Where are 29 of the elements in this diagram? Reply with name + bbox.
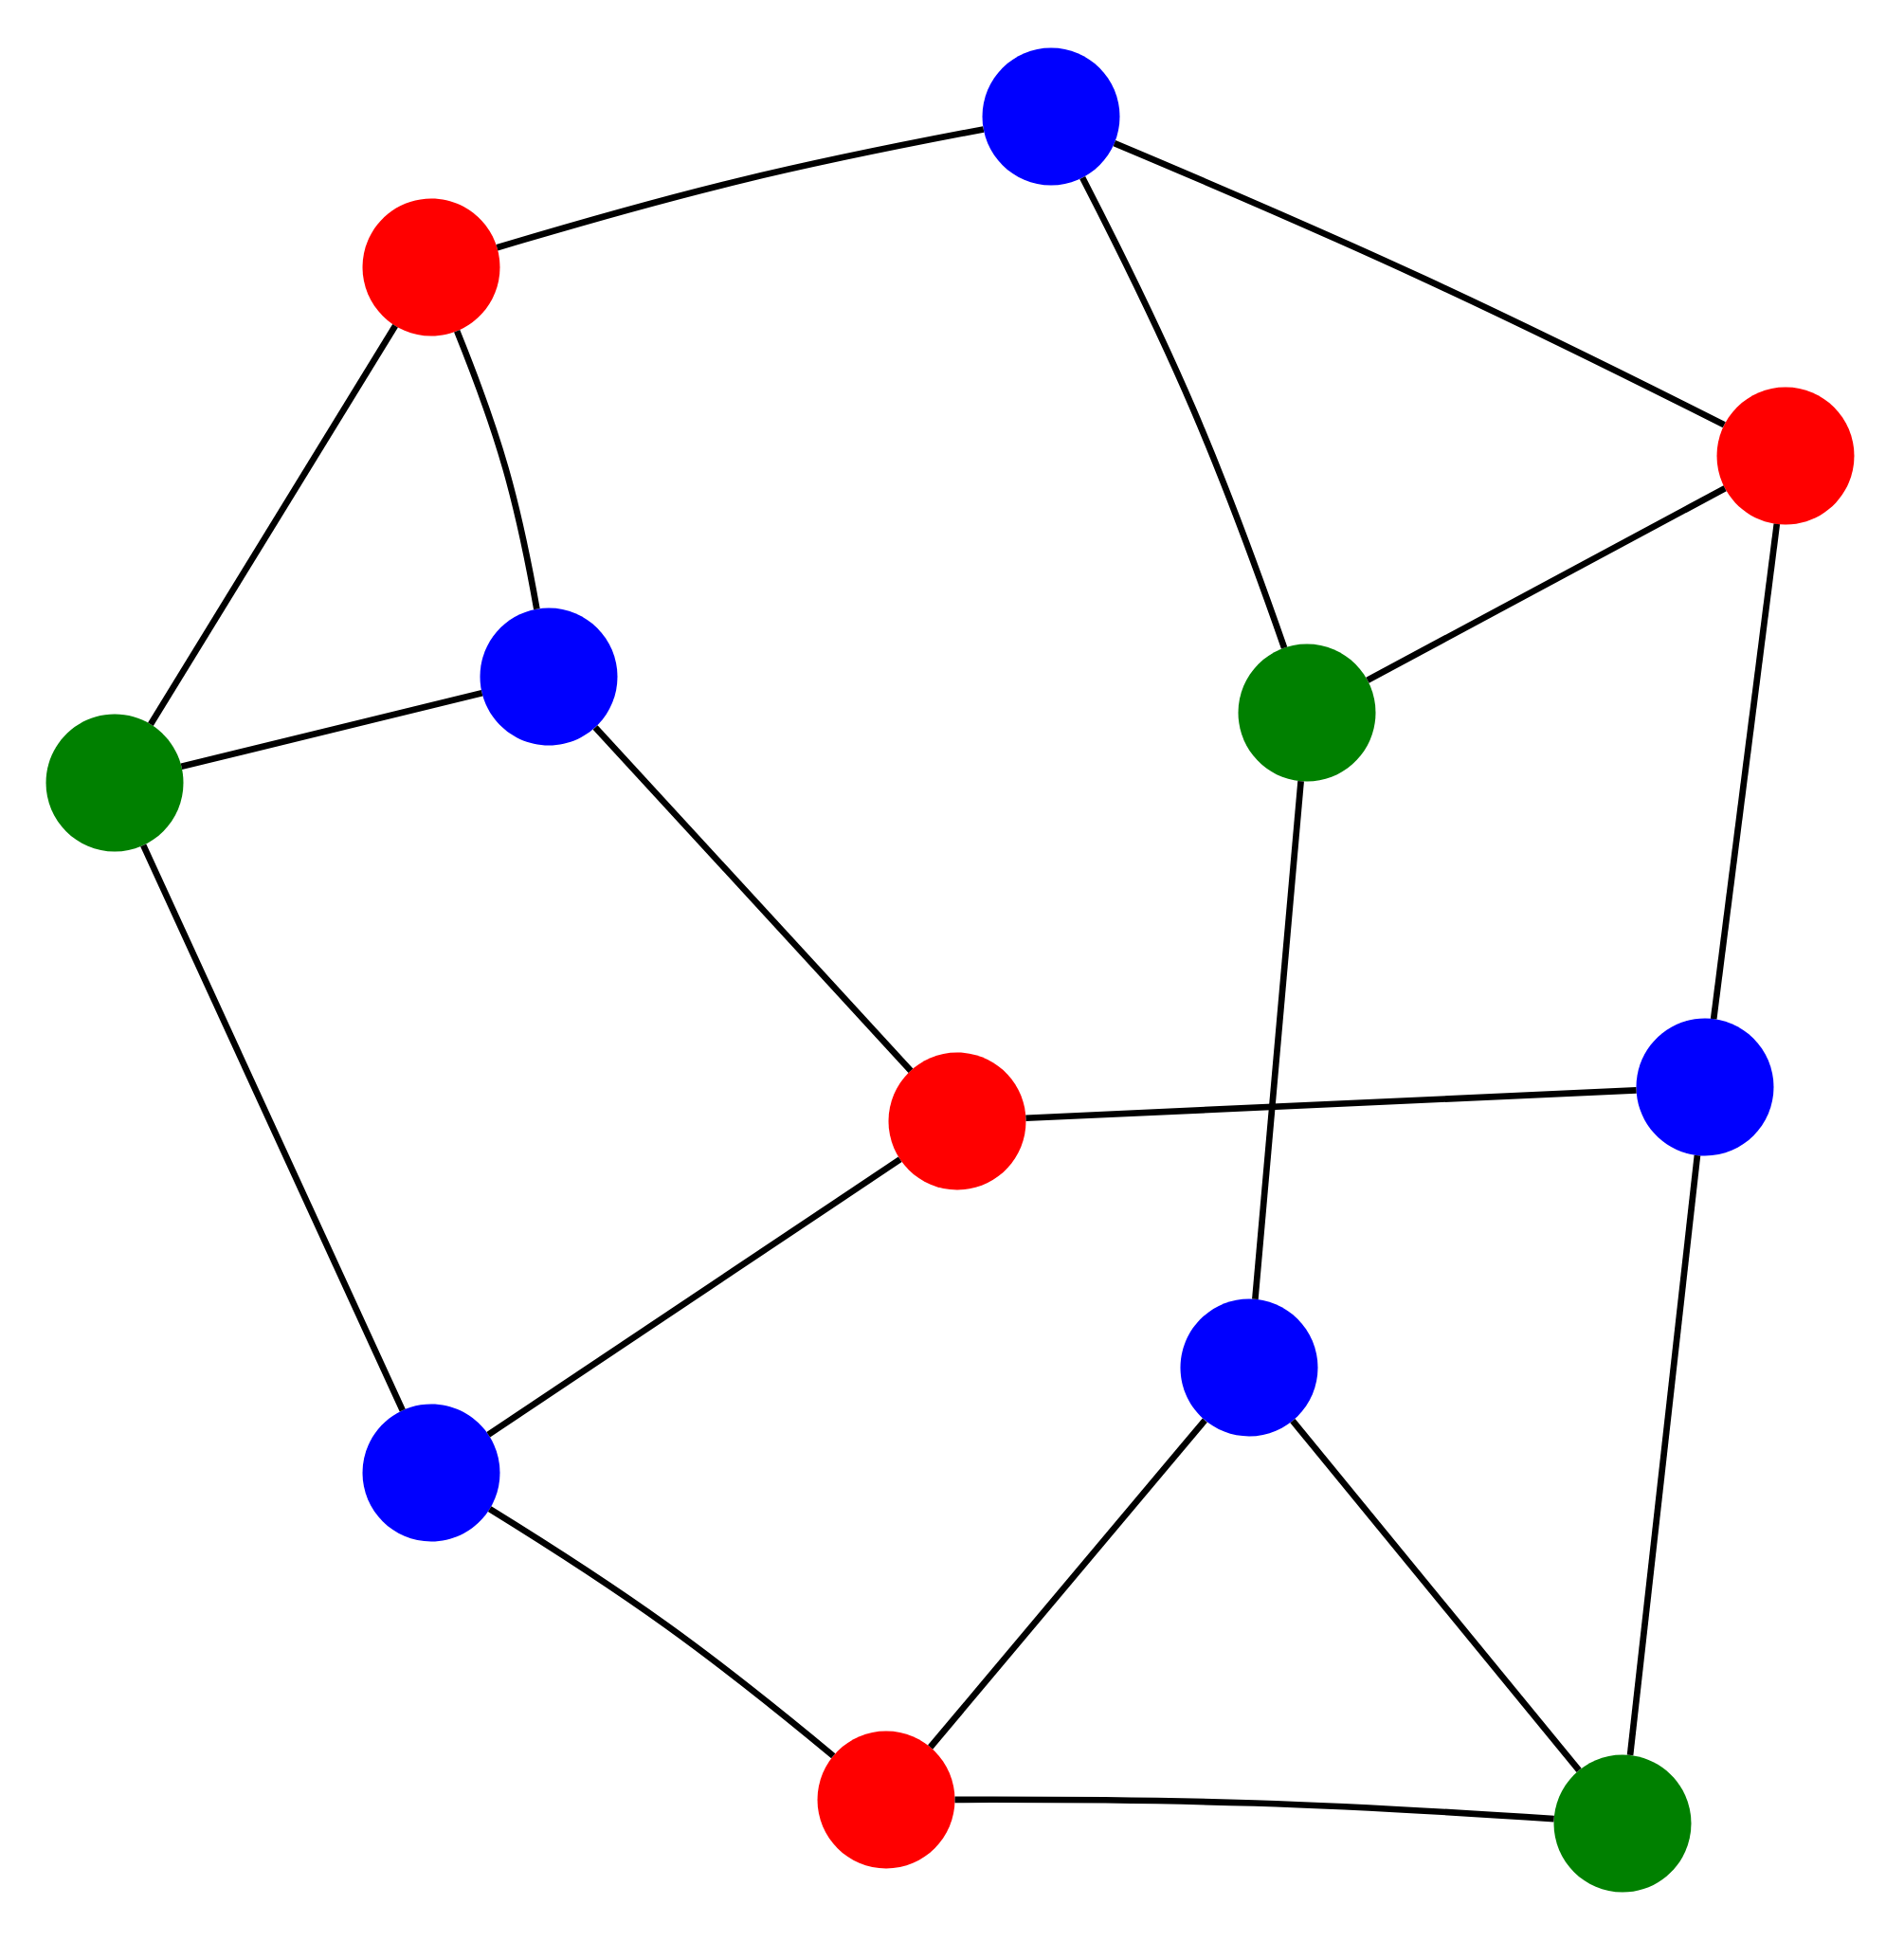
edge-line xyxy=(1079,175,1288,649)
circle-node xyxy=(1238,644,1376,782)
circle-node xyxy=(45,714,184,852)
edge-line xyxy=(928,1418,1207,1750)
edge-line xyxy=(1252,780,1304,1300)
edge-line xyxy=(454,330,540,610)
edge-line xyxy=(486,1156,902,1438)
circle-node xyxy=(362,1404,500,1542)
circle-node xyxy=(982,47,1120,186)
edge-line xyxy=(1626,1154,1701,1756)
circle-node xyxy=(888,1052,1026,1190)
edge-line xyxy=(592,725,914,1073)
edge-line xyxy=(1290,1419,1582,1773)
edge-line xyxy=(1025,1087,1637,1122)
edge-line xyxy=(1710,523,1781,1020)
circle-node xyxy=(1636,1018,1774,1156)
circle-node xyxy=(1553,1754,1692,1893)
edge-line xyxy=(1366,485,1727,683)
edge-line xyxy=(1113,140,1726,428)
circle-node xyxy=(362,198,500,336)
circle-node xyxy=(817,1731,955,1869)
edge-line xyxy=(180,690,483,771)
circle-node xyxy=(480,608,618,746)
edge-line xyxy=(487,1506,836,1759)
circle-node xyxy=(1180,1298,1318,1437)
circle-node xyxy=(1716,387,1855,525)
edge-line xyxy=(496,126,985,251)
edge-line xyxy=(148,324,398,726)
edge-line xyxy=(140,844,406,1412)
